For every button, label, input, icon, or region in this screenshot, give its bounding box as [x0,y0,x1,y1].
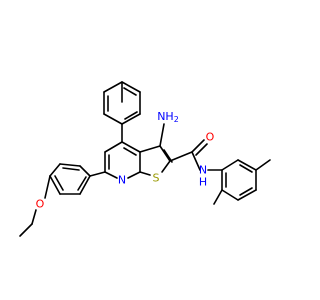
atom-labels: NH2 N S O N H O [36,110,215,211]
bond [239,187,253,196]
bond [221,189,239,201]
bond [104,171,118,179]
bond [104,141,123,153]
amino-label: NH2 [157,110,179,124]
amino-nh-text: NH [157,110,174,123]
bond [54,175,64,191]
methyl-bond [213,189,223,205]
molecule-canvas: NH2 N S O N H O [19,81,271,237]
amino-h2-subscript: 2 [174,115,179,124]
bond [159,145,171,162]
bond [139,145,161,153]
bond [237,159,257,171]
bond [121,81,141,93]
phenyl-ring [103,81,141,125]
bond [49,163,61,177]
thiophene-s-label: S [153,172,160,185]
bond [49,175,61,195]
bond [127,171,141,179]
bond [139,171,151,176]
ether-o-label: O [36,198,45,211]
bond [239,164,253,173]
pyridine-n-label: N [118,174,126,187]
bond [124,111,138,120]
bond [169,151,193,162]
bond [195,143,208,156]
bond [103,81,123,93]
bond [221,159,239,171]
molecule-structure: NH2 N S O N H O [19,81,271,237]
amide-n-label: N [199,164,207,177]
bond [79,175,91,195]
bond [121,113,141,125]
bond [79,165,91,177]
bond [191,151,201,171]
bond [237,189,257,201]
carboxamide-group [159,123,208,171]
ethoxyphenyl-ring [19,163,106,237]
bond [123,147,137,156]
pyridine-ring [104,123,141,179]
ethyl-bond [19,223,33,237]
ether-bond [44,175,51,199]
ethyl-bond [31,209,37,225]
bond [89,171,106,177]
bond [161,160,171,173]
bond [123,87,137,96]
bond [121,141,141,153]
bond [159,123,165,147]
bond [59,163,81,167]
bond [191,139,205,153]
bond [103,113,123,125]
carbonyl-o-label: O [206,131,215,144]
bond [62,167,80,171]
dimethylphenyl-ring [207,159,271,205]
methyl-bond [255,159,271,171]
bond [77,176,87,191]
amide-h-label: H [199,176,207,189]
